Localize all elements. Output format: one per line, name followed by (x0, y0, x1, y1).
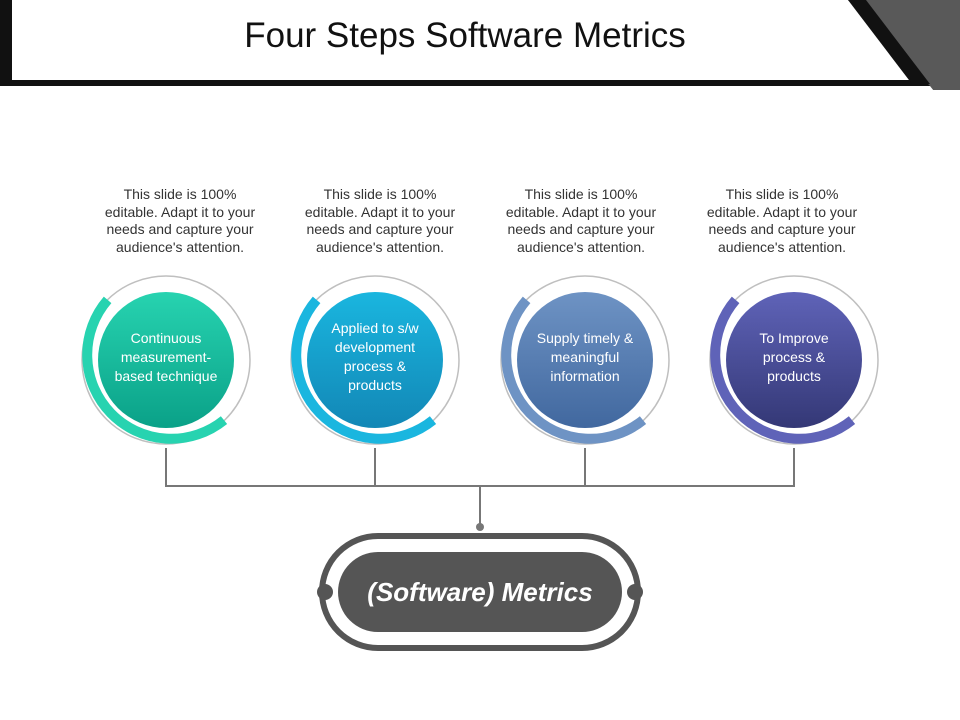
slide-title: Four Steps Software Metrics (244, 16, 686, 55)
connector-dot (476, 523, 484, 531)
step-1-description: This slide is 100% editable. Adapt it to… (104, 186, 256, 255)
step-circle-2 (290, 275, 460, 445)
hub-pill (317, 533, 643, 651)
step-2-label: Applied to s/w development process & pro… (331, 320, 419, 393)
step-3-label: Supply timely & meaningful information (536, 329, 634, 384)
step-1-label: Continuous measurement-based technique (114, 329, 218, 384)
step-4-description: This slide is 100% editable. Adapt it to… (706, 186, 858, 255)
step-circle-3 (500, 275, 670, 445)
step-circle-1 (81, 275, 251, 445)
step-3-description: This slide is 100% editable. Adapt it to… (505, 186, 657, 255)
hub-label: (Software) Metrics (367, 576, 593, 607)
connector-lines (165, 448, 795, 526)
step-4-label: To Improve process & products (759, 329, 829, 384)
header-bar (0, 0, 960, 90)
step-2-description: This slide is 100% editable. Adapt it to… (304, 186, 456, 255)
step-circle-4 (709, 275, 879, 445)
